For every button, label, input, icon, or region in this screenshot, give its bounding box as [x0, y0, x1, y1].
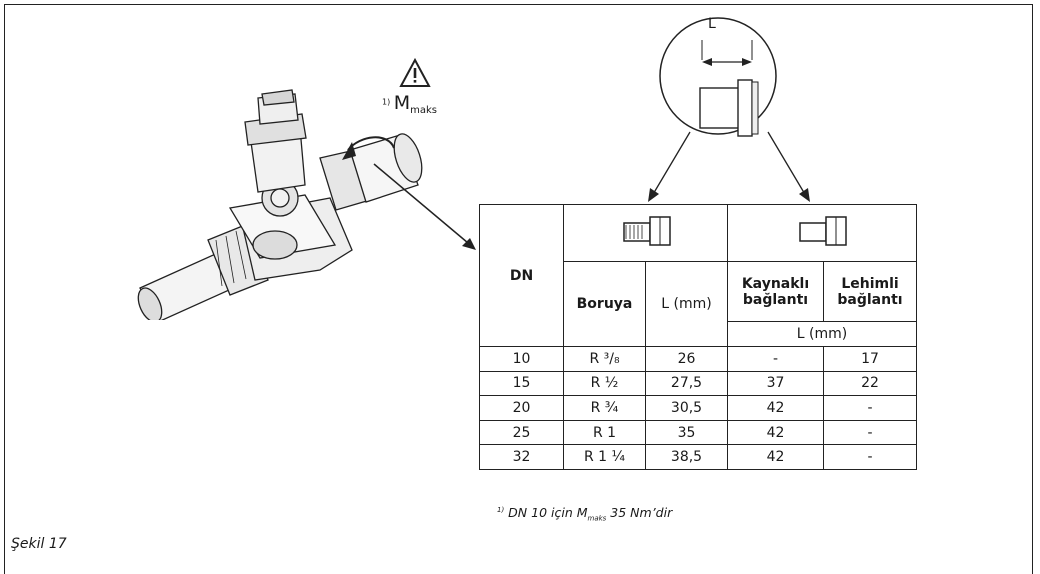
threaded-fitting-icon: [563, 204, 728, 262]
header-kaynakli: Kaynaklı bağlantı: [727, 261, 824, 322]
footnote: 1) DN 10 için Mmaks 35 Nm’dir: [497, 505, 673, 523]
torque-warning-label: 1) Mmaks: [382, 92, 437, 116]
figure-caption: Şekil 17: [11, 536, 67, 552]
figure-frame: [4, 4, 1033, 574]
fitting-detail-circle: [659, 17, 777, 137]
dimension-table: DN Boruya L (mm) Kaynaklı bağlantı Lehim…: [479, 204, 917, 470]
header-lehimli: Lehimli bağlantı: [823, 261, 917, 322]
weld-fitting-icon: [727, 204, 917, 262]
header-dn: DN: [479, 204, 564, 347]
header-l-mm-span: L (mm): [727, 321, 917, 347]
header-boruya: Boruya: [563, 261, 646, 347]
warning-triangle-icon: [399, 58, 431, 87]
valve-illustration: [137, 89, 423, 320]
pointer-arrow: [373, 163, 476, 250]
detail-arrows: [648, 131, 810, 202]
header-l-mm: L (mm): [645, 261, 728, 347]
dimension-label: L: [708, 16, 716, 32]
